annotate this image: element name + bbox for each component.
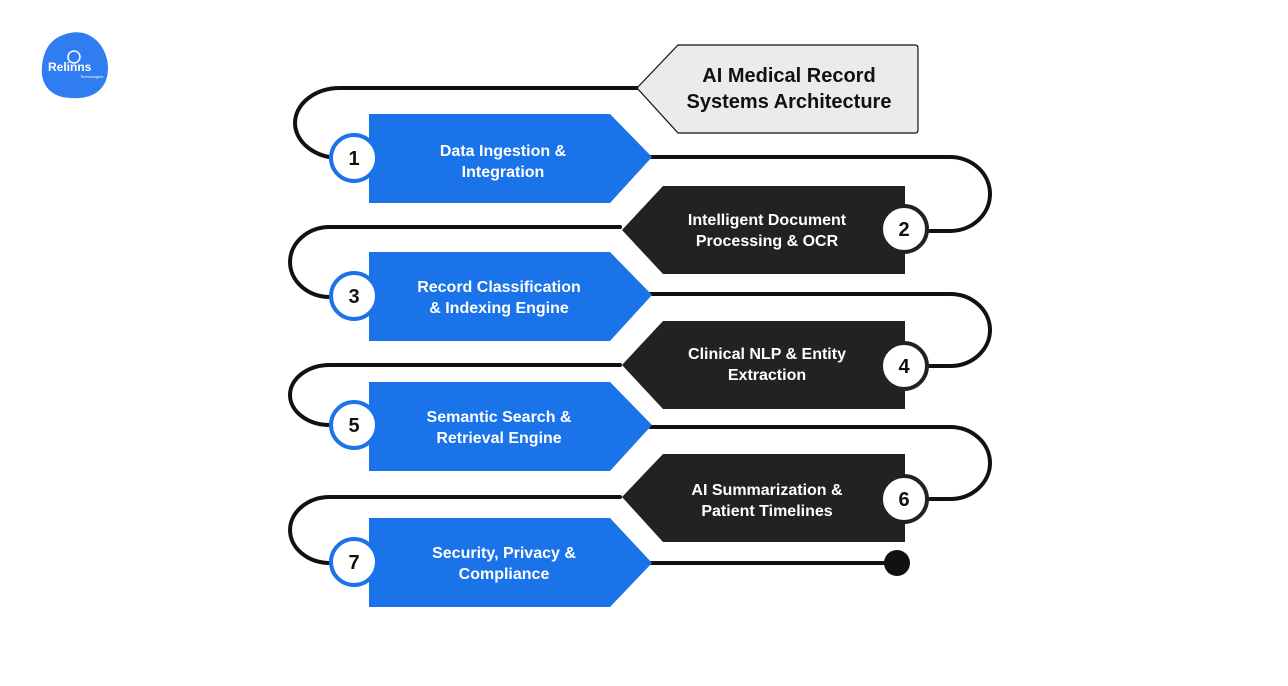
step-4-box (622, 321, 905, 409)
step-4-label-line-1: Clinical NLP & Entity (688, 346, 846, 363)
step-6: AI Summarization & Patient Timelines 6 (622, 454, 929, 542)
step-2-label-line-1: Intelligent Document (688, 212, 847, 229)
step-5-number: 5 (348, 415, 359, 437)
step-2-badge (879, 204, 929, 254)
step-7-label-line-1: Security, Privacy & (432, 545, 576, 562)
step-3-label-line-1: Record Classification (417, 279, 581, 296)
step-4: Clinical NLP & Entity Extraction 4 (622, 321, 929, 409)
step-1-box (369, 114, 652, 203)
logo-subtitle: Technologies (80, 74, 103, 79)
step-4-number: 4 (898, 356, 910, 378)
step-1-label-line-1: Data Ingestion & (440, 143, 567, 160)
step-5-label-line-2: Retrieval Engine (436, 430, 561, 447)
step-3: Record Classification & Indexing Engine … (329, 252, 652, 341)
step-2-label-line-2: Processing & OCR (696, 233, 839, 250)
step-7-badge (329, 537, 379, 587)
relinns-logo: Relinns Technologies (41, 32, 108, 99)
step-3-badge (329, 271, 379, 321)
step-5-badge (329, 400, 379, 450)
title-box: AI Medical Record Systems Architecture (636, 44, 919, 134)
step-6-label-line-2: Patient Timelines (701, 503, 832, 520)
step-2-number: 2 (898, 219, 909, 241)
logo-text: Relinns (48, 60, 92, 74)
step-6-number: 6 (898, 489, 909, 511)
step-3-label-line-2: & Indexing Engine (429, 300, 569, 317)
step-2-box (622, 186, 905, 274)
logo-blob (41, 32, 108, 99)
step-6-badge (879, 474, 929, 524)
step-3-number: 3 (348, 286, 359, 308)
title-line-1: AI Medical Record (702, 65, 875, 87)
step-4-label-line-2: Extraction (728, 367, 806, 384)
step-1-number: 1 (348, 148, 359, 170)
title-line-2: Systems Architecture (687, 91, 892, 113)
step-5-box (369, 382, 652, 471)
title-box-shape (636, 44, 919, 134)
step-3-box (369, 252, 652, 341)
step-1-badge (329, 133, 379, 183)
step-2: Intelligent Document Processing & OCR 2 (622, 186, 929, 274)
step-5: Semantic Search & Retrieval Engine 5 (329, 382, 652, 471)
step-1-label-line-2: Integration (462, 164, 545, 181)
step-6-box (622, 454, 905, 542)
step-5-label-line-1: Semantic Search & (427, 409, 572, 426)
step-1: Data Ingestion & Integration 1 (329, 114, 652, 203)
lightbulb-icon (67, 50, 81, 64)
connector-line (288, 86, 992, 565)
step-6-label-line-1: AI Summarization & (691, 482, 843, 499)
step-7: Security, Privacy & Compliance 7 (329, 518, 652, 607)
step-7-label-line-2: Compliance (459, 566, 550, 583)
step-4-badge (879, 341, 929, 391)
step-7-number: 7 (348, 552, 359, 574)
step-7-box (369, 518, 652, 607)
connector-end-dot (884, 550, 910, 576)
